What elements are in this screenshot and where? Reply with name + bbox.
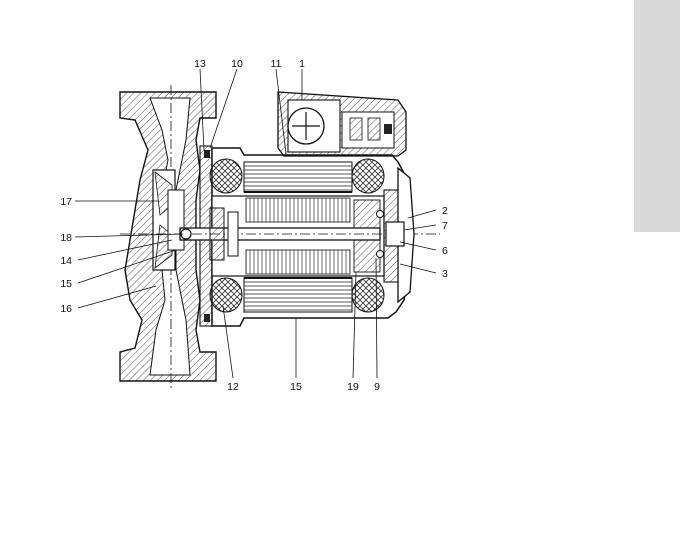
- callout-6: 6: [442, 245, 448, 257]
- callout-3: 3: [442, 268, 448, 280]
- callout-15-left: 15: [60, 278, 72, 290]
- callout-7: 7: [442, 220, 448, 232]
- callout-19: 19: [347, 381, 359, 393]
- callout-12: 12: [227, 381, 239, 393]
- callout-1: 1: [299, 58, 305, 70]
- callout-14: 14: [60, 255, 72, 267]
- callout-10: 10: [231, 58, 243, 70]
- callout-15-bottom: 15: [290, 381, 302, 393]
- callout-13: 13: [194, 58, 206, 70]
- callout-2: 2: [442, 205, 448, 217]
- callout-9: 9: [374, 381, 380, 393]
- callout-16: 16: [60, 303, 72, 315]
- callout-17: 17: [60, 196, 72, 208]
- terminal-box: [278, 92, 406, 156]
- callout-11: 11: [271, 58, 282, 70]
- callout-18: 18: [60, 232, 72, 244]
